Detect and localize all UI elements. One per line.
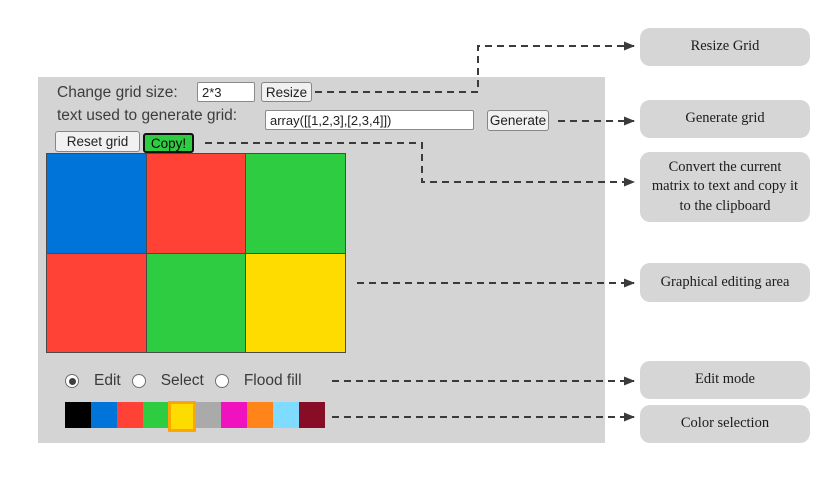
editing-grid	[46, 153, 346, 353]
color-swatch-green[interactable]	[143, 402, 169, 428]
color-swatch-orange[interactable]	[247, 402, 273, 428]
copy-button[interactable]: Copy!	[143, 133, 194, 153]
generator-text-label: text used to generate grid:	[57, 107, 238, 124]
annotation-color-selection: Color selection	[640, 405, 810, 443]
grid-cell-green[interactable]	[146, 253, 246, 352]
color-swatch-maroon[interactable]	[299, 402, 325, 428]
grid-size-input[interactable]	[197, 82, 255, 102]
color-swatch-gray[interactable]	[195, 402, 221, 428]
radio-icon	[65, 374, 79, 388]
mode-radio-select[interactable]: Select	[131, 372, 204, 390]
reset-grid-button[interactable]: Reset grid	[55, 131, 140, 152]
color-swatch-black[interactable]	[65, 402, 91, 428]
resize-button[interactable]: Resize	[261, 82, 312, 102]
annotation-editing-area: Graphical editing area	[640, 263, 810, 302]
mode-label: Select	[160, 372, 204, 389]
mode-label: Edit	[94, 372, 121, 389]
grid-size-label: Change grid size:	[57, 84, 178, 101]
grid-cell-red[interactable]	[146, 154, 246, 253]
color-swatch-sky[interactable]	[273, 402, 299, 428]
grid-editor-panel: Change grid size: Resize text used to ge…	[38, 77, 605, 443]
color-swatch-red[interactable]	[117, 402, 143, 428]
annotation-edit-mode: Edit mode	[640, 361, 810, 399]
color-palette	[65, 401, 325, 432]
annotation-copy-clipboard: Convert the current matrix to text and c…	[640, 152, 810, 222]
annotation-resize-grid: Resize Grid	[640, 28, 810, 66]
generator-text-input[interactable]	[265, 110, 474, 130]
mode-label: Flood fill	[243, 372, 302, 389]
generate-button[interactable]: Generate	[487, 110, 549, 131]
color-swatch-magenta[interactable]	[221, 402, 247, 428]
color-swatch-yellow[interactable]	[168, 401, 196, 432]
radio-icon	[131, 374, 146, 388]
color-swatch-blue[interactable]	[91, 402, 117, 428]
grid-cell-blue[interactable]	[47, 154, 146, 253]
mode-radio-flood-fill[interactable]: Flood fill	[214, 372, 302, 390]
radio-icon	[214, 374, 229, 388]
grid-cell-yellow[interactable]	[246, 253, 345, 352]
edit-mode-radios: Edit Select Flood fill	[65, 372, 302, 390]
grid-cell-green[interactable]	[246, 154, 345, 253]
grid-cell-red[interactable]	[47, 253, 146, 352]
mode-radio-edit[interactable]: Edit	[65, 372, 121, 390]
annotation-generate-grid: Generate grid	[640, 100, 810, 138]
